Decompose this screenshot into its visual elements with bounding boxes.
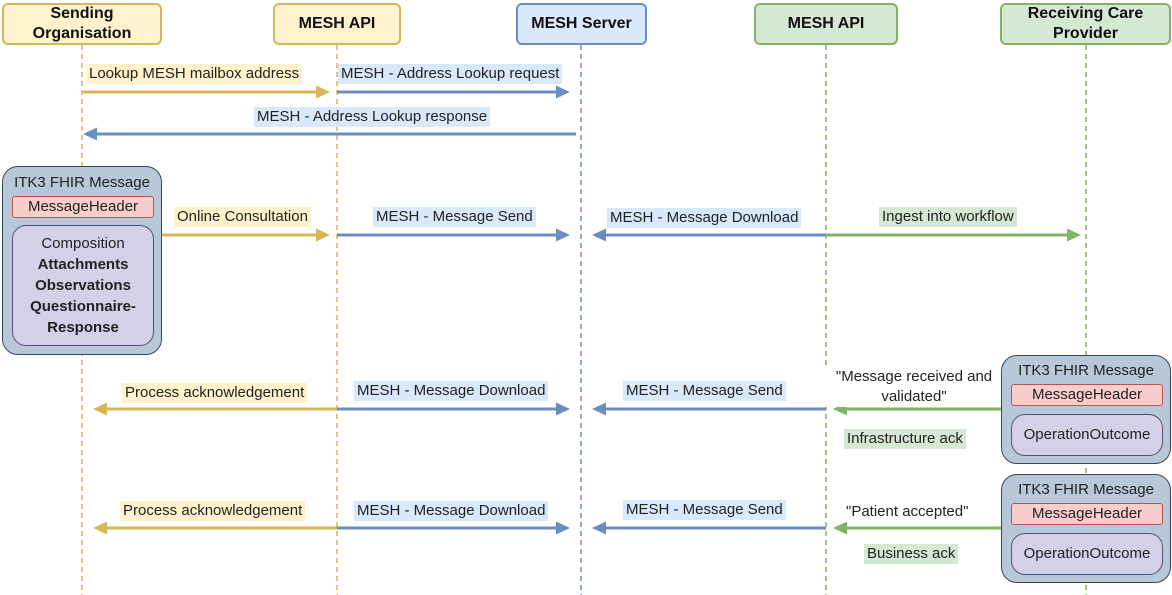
observations-label: Observations	[35, 277, 131, 294]
label-lookup-address: Lookup MESH mailbox address	[86, 64, 303, 84]
message-box-title: ITK3 FHIR Message	[1018, 481, 1154, 498]
arrow-address-lookup-response-head	[83, 127, 97, 141]
itk3-message-infrastructure-ack: ITK3 FHIR Message MessageHeader Operatio…	[1001, 355, 1171, 464]
arrow-message-download-2-head	[556, 402, 570, 416]
arrow-message-download-1-head	[592, 228, 606, 242]
arrow-address-lookup-request-head	[556, 85, 570, 99]
label-message-send-2: MESH - Message Send	[623, 381, 786, 401]
label-process-ack-1: Process acknowledgement	[122, 383, 308, 403]
label-message-download-3: MESH - Message Download	[354, 501, 549, 521]
label-online-consultation: Online Consultation	[174, 207, 311, 227]
label-process-ack-2: Process acknowledgement	[120, 501, 306, 521]
composition-block: Composition Attachments Observations Que…	[12, 225, 154, 346]
label-message-send-1: MESH - Message Send	[373, 207, 536, 227]
questionnaire-label: Questionnaire-	[30, 298, 136, 315]
attachments-label: Attachments	[37, 256, 129, 273]
label-patient-accepted: "Patient accepted"	[843, 502, 972, 522]
arrow-process-ack-1-head	[93, 402, 107, 416]
arrow-message-send-1-head	[556, 228, 570, 242]
operation-outcome-block: OperationOutcome	[1011, 414, 1163, 456]
label-business-ack: Business ack	[864, 544, 959, 564]
label-infrastructure-ack: Infrastructure ack	[844, 429, 966, 449]
label-message-download-1: MESH - Message Download	[607, 208, 802, 228]
participant-mesh-api-sender: MESH API	[273, 3, 401, 45]
participant-mesh-api-receiver: MESH API	[754, 3, 898, 45]
arrow-business-ack-head	[833, 521, 847, 535]
label-address-lookup-request: MESH - Address Lookup request	[338, 64, 563, 84]
message-header-block: MessageHeader	[12, 196, 154, 218]
message-header-block: MessageHeader	[1011, 503, 1163, 525]
arrow-message-send-2-head	[592, 402, 606, 416]
arrow-process-ack-2-head	[93, 521, 107, 535]
label-received-validated: "Message received and validated"	[824, 367, 1004, 407]
participant-mesh-server: MESH Server	[516, 3, 647, 45]
arrow-online-consultation-head	[316, 228, 330, 242]
itk3-message-outgoing: ITK3 FHIR Message MessageHeader Composit…	[2, 166, 162, 355]
arrow-ingest-workflow-head	[1067, 228, 1081, 242]
participant-receiving-care-provider: Receiving Care Provider	[1000, 3, 1171, 45]
response-label: Response	[47, 319, 119, 336]
message-header-block: MessageHeader	[1011, 384, 1163, 406]
participant-sending-organisation: Sending Organisation	[2, 3, 162, 45]
composition-label: Composition	[41, 235, 125, 252]
arrow-message-download-3-head	[556, 521, 570, 535]
message-box-title: ITK3 FHIR Message	[1018, 362, 1154, 379]
message-box-title: ITK3 FHIR Message	[14, 174, 150, 191]
arrow-message-send-3-head	[592, 521, 606, 535]
label-message-send-3: MESH - Message Send	[623, 500, 786, 520]
operation-outcome-block: OperationOutcome	[1011, 533, 1163, 575]
label-message-download-2: MESH - Message Download	[354, 381, 549, 401]
label-ingest-workflow: Ingest into workflow	[879, 207, 1017, 227]
label-address-lookup-response: MESH - Address Lookup response	[254, 107, 491, 127]
arrow-lookup-address-head	[316, 85, 330, 99]
itk3-message-business-ack: ITK3 FHIR Message MessageHeader Operatio…	[1001, 474, 1171, 583]
